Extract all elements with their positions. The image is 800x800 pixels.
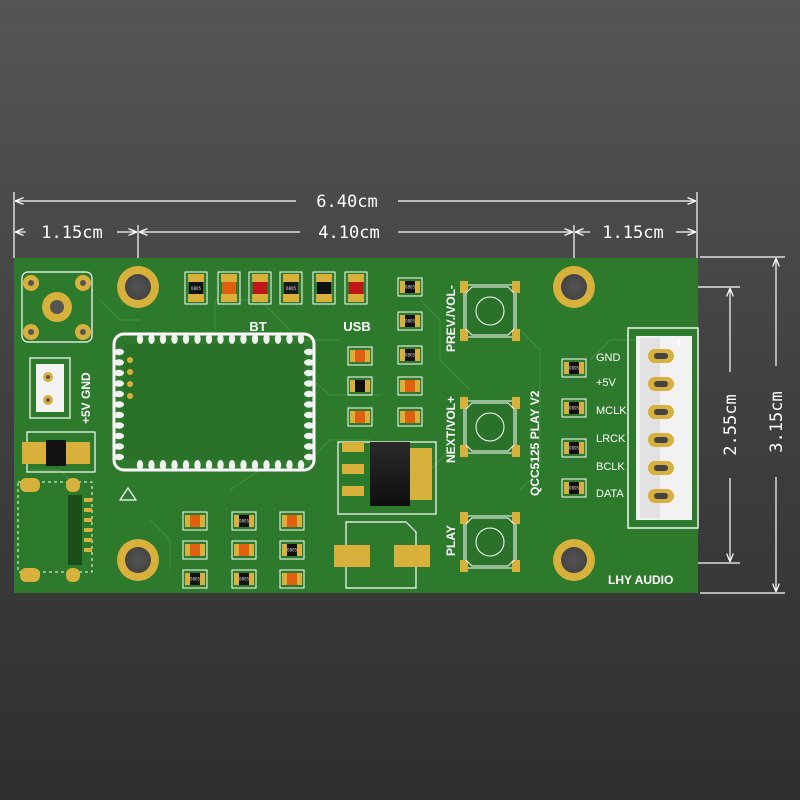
resistor-code-label: 0805 bbox=[569, 366, 580, 371]
resistor-part: 0805 bbox=[182, 569, 208, 589]
dim-total-width: 6.40cm bbox=[316, 192, 377, 212]
resistor-code-label: 0805 bbox=[569, 486, 580, 491]
dim-right-offset: 1.15cm bbox=[602, 223, 663, 243]
pin-label-lrck: LRCK bbox=[596, 433, 626, 445]
usb-pad-cluster bbox=[21, 271, 93, 343]
resistor-part: 0805 bbox=[561, 358, 587, 378]
play-button[interactable] bbox=[460, 512, 520, 572]
resistor-part bbox=[397, 407, 423, 427]
mounting-hole bbox=[117, 539, 159, 581]
pin-label-plus5v: +5V bbox=[596, 377, 617, 389]
mounting-hole bbox=[117, 266, 159, 308]
pin-resistors: 0805 0805 0805 0805 bbox=[561, 358, 587, 498]
resistor-code-label: 0805 bbox=[286, 286, 297, 291]
bottom-resistor-grid: 0805 0805 0805 0805 bbox=[182, 511, 305, 589]
header-pin bbox=[648, 489, 674, 503]
next-vol-button[interactable] bbox=[460, 397, 520, 457]
led-part bbox=[344, 271, 368, 305]
voltage-regulator bbox=[337, 441, 437, 515]
led-part: 0805 bbox=[279, 271, 303, 305]
power-connector bbox=[29, 357, 71, 419]
header-pin bbox=[648, 349, 674, 363]
resistor-code-label: 0805 bbox=[239, 519, 250, 524]
dim-total-height: 3.15cm bbox=[767, 391, 787, 452]
led-part bbox=[248, 271, 272, 305]
capacitor-part bbox=[182, 540, 208, 560]
resistor-code-label: 0805 bbox=[287, 548, 298, 553]
resistor-code-label: 0805 bbox=[405, 285, 416, 290]
inductor bbox=[334, 521, 430, 589]
power-label: +5V GND bbox=[79, 372, 93, 424]
pin-label-data: DATA bbox=[596, 488, 624, 500]
resistor-part: 0805 bbox=[231, 511, 257, 531]
resistor-part: 0805 bbox=[279, 540, 305, 560]
header-pin bbox=[648, 433, 674, 447]
pin-label-gnd: GND bbox=[596, 352, 621, 364]
capacitor-part bbox=[279, 569, 305, 589]
resistor-part: 0805 bbox=[231, 569, 257, 589]
capacitor-part bbox=[347, 346, 373, 366]
header-pin bbox=[648, 405, 674, 419]
resistor-code-label: 0805 bbox=[405, 353, 416, 358]
resistor-part: 0805 bbox=[561, 478, 587, 498]
connector-pin1-label: 1 bbox=[676, 337, 682, 349]
power-component bbox=[22, 431, 96, 473]
dimension-lines bbox=[13, 192, 785, 594]
resistor-part: 0805 bbox=[561, 398, 587, 418]
resistor-code-label: 0805 bbox=[569, 406, 580, 411]
next-button-label: NEXT/VOL+ bbox=[444, 396, 458, 463]
dimension-labels: 6.40cm 1.15cm 4.10cm 1.15cm 2.55cm 3.15c… bbox=[41, 192, 787, 456]
led-part: 0805 bbox=[184, 271, 208, 305]
capacitor-part bbox=[347, 407, 373, 427]
play-button-label: PLAY bbox=[444, 525, 458, 556]
prev-button-label: PREV./VOL- bbox=[444, 285, 458, 352]
resistor-part: 0805 bbox=[397, 277, 423, 297]
bluetooth-module bbox=[112, 332, 316, 472]
resistor-part: 0805 bbox=[561, 438, 587, 458]
dim-hole-spacing: 4.10cm bbox=[318, 223, 379, 243]
header-pin bbox=[648, 461, 674, 475]
led-part bbox=[217, 271, 241, 305]
resistor-code-label: 0805 bbox=[239, 577, 250, 582]
module-marker-triangle bbox=[118, 486, 138, 501]
bt-led-label: BT bbox=[249, 319, 266, 334]
resistor-code-label: 0805 bbox=[405, 319, 416, 324]
led-row: 0805 0805 bbox=[184, 271, 368, 305]
resistor-part bbox=[397, 376, 423, 396]
capacitor-part bbox=[279, 511, 305, 531]
i2s-header bbox=[627, 327, 699, 529]
resistor-part: 0805 bbox=[397, 311, 423, 331]
led-part bbox=[312, 271, 336, 305]
brand-label: LHY AUDIO bbox=[608, 573, 673, 587]
dim-left-offset: 1.15cm bbox=[41, 223, 102, 243]
resistor-part: 0805 bbox=[397, 345, 423, 365]
mounting-holes bbox=[117, 266, 595, 581]
capacitor-part bbox=[231, 540, 257, 560]
pin-label-mclk: MCLK bbox=[596, 405, 627, 417]
pin-label-bclk: BCLK bbox=[596, 461, 625, 473]
usb-led-label: USB bbox=[343, 319, 370, 334]
capacitor-part bbox=[347, 376, 373, 396]
pin-labels: GND +5V MCLK LRCK BCLK DATA bbox=[596, 352, 627, 500]
prev-vol-button[interactable] bbox=[460, 281, 520, 341]
resistor-code-label: 0805 bbox=[191, 286, 202, 291]
mounting-hole bbox=[553, 266, 595, 308]
model-label: QCC5125 PLAY V2 bbox=[528, 390, 542, 496]
capacitor-part bbox=[182, 511, 208, 531]
mounting-hole bbox=[553, 539, 595, 581]
smd-component-grid: 0805 0805 0805 bbox=[347, 277, 423, 427]
resistor-code-label: 0805 bbox=[190, 577, 201, 582]
flex-connector bbox=[17, 478, 93, 582]
dim-hole-vertical: 2.55cm bbox=[721, 394, 741, 455]
header-pin bbox=[648, 377, 674, 391]
resistor-code-label: 0805 bbox=[569, 446, 580, 451]
